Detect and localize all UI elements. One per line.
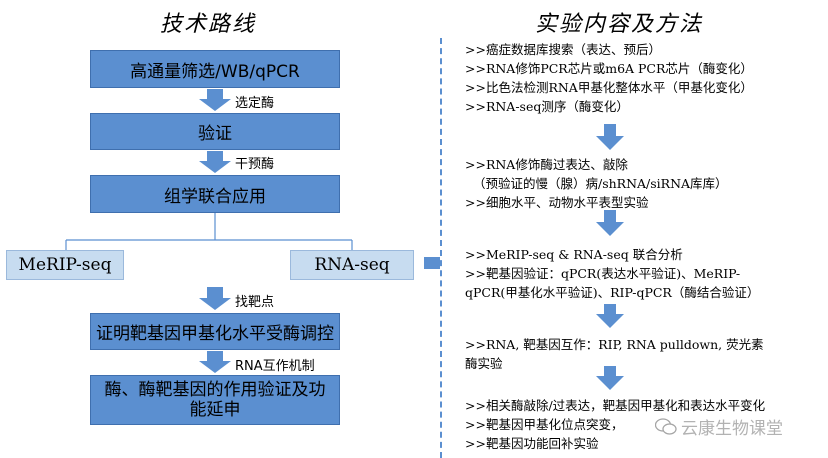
- content-line: qPCR(甲基化水平验证)、RIP-qPCR（酶结合验证）: [465, 285, 760, 300]
- content-line: >>细胞水平、动物水平表型实验: [465, 195, 649, 210]
- content-group-4: >>RNA, 靶基因互作：RIP, RNA pulldown, 荧光素 酶实验: [465, 335, 764, 373]
- content-arrows: [596, 124, 624, 390]
- content-down-arrow-2: [596, 210, 624, 236]
- content-group-2: >>RNA修饰酶过表达、敲除 （预验证的慢（腺）病/shRNA/siRNA库库）…: [465, 155, 728, 212]
- right-title: 实验内容及方法: [535, 12, 704, 37]
- content-line: >>靶基因验证：qPCR(表达水平验证)、MeRIP-: [465, 266, 741, 281]
- content-line: >>RNA-seq测序（酶变化）: [465, 99, 629, 114]
- watermark-text: 云康生物课堂: [681, 419, 783, 439]
- left-title: 技术路线: [160, 12, 257, 37]
- content-line: >>RNA修饰酶过表达、敲除: [465, 157, 628, 172]
- down-arrow-1: [199, 89, 231, 111]
- flow-box-function-line2: 能延申: [189, 400, 241, 420]
- content-down-arrow-3: [596, 304, 624, 328]
- flow-box-target-methylation: 证明靶基因甲基化水平受酶调控: [90, 313, 340, 350]
- rna-seq-box: RNA-seq: [290, 250, 414, 280]
- flow-connectors: [65, 89, 440, 373]
- content-line: >>靶基因功能回补实验: [465, 436, 599, 451]
- content-line: >>MeRIP-seq & RNA-seq 联合分析: [465, 247, 683, 262]
- watermark: 云康生物课堂: [655, 414, 783, 439]
- content-group-3: >>MeRIP-seq & RNA-seq 联合分析 >>靶基因验证：qPCR(…: [465, 245, 759, 302]
- down-arrow-3: [199, 287, 231, 310]
- flow-box-screening: 高通量筛选/WB/qPCR: [90, 50, 340, 88]
- content-line: >>比色法检测RNA甲基化整体水平（甲基化变化）: [465, 80, 753, 95]
- content-down-arrow-4: [596, 366, 624, 390]
- content-line: >>RNA, 靶基因互作：RIP, RNA pulldown, 荧光素: [465, 337, 764, 352]
- content-line: 酶实验: [465, 356, 503, 371]
- step-label-rna-interaction: RNA互作机制: [235, 359, 315, 374]
- flow-box-function-line1: 酶、酶靶基因的作用验证及功: [104, 380, 326, 400]
- content-line: >>相关酶敲除/过表达，靶基因甲基化和表达水平变化: [465, 398, 766, 413]
- content-line: >>RNA修饰PCR芯片或m6A PCR芯片（酶变化）: [465, 61, 753, 76]
- right-arrow-main: [424, 251, 440, 275]
- wechat-icon: [655, 417, 677, 435]
- content-down-arrow-1: [596, 124, 624, 150]
- step-label-find-target: 找靶点: [235, 295, 275, 310]
- section-divider: [440, 38, 442, 458]
- content-group-5: >>相关酶敲除/过表达，靶基因甲基化和表达水平变化 >>靶基因甲基化位点突变， …: [465, 396, 765, 453]
- step-label-intervene-enzyme: 干预酶: [235, 157, 275, 172]
- content-line: （预验证的慢（腺）病/shRNA/siRNA库库）: [473, 176, 728, 191]
- step-label-select-enzyme: 选定酶: [235, 96, 275, 111]
- content-line: >>靶基因甲基化位点突变，: [465, 417, 624, 432]
- down-arrow-4: [199, 351, 231, 373]
- flow-box-omics: 组学联合应用: [90, 175, 340, 213]
- flow-box-function: 酶、酶靶基因的作用验证及功 能延申: [90, 375, 340, 425]
- flow-box-validation: 验证: [90, 113, 340, 150]
- merip-seq-box: MeRIP-seq: [6, 250, 124, 280]
- content-group-1: >>癌症数据库搜索（表达、预后） >>RNA修饰PCR芯片或m6A PCR芯片（…: [465, 40, 753, 116]
- content-line: >>癌症数据库搜索（表达、预后）: [465, 42, 661, 57]
- down-arrow-2: [199, 151, 231, 173]
